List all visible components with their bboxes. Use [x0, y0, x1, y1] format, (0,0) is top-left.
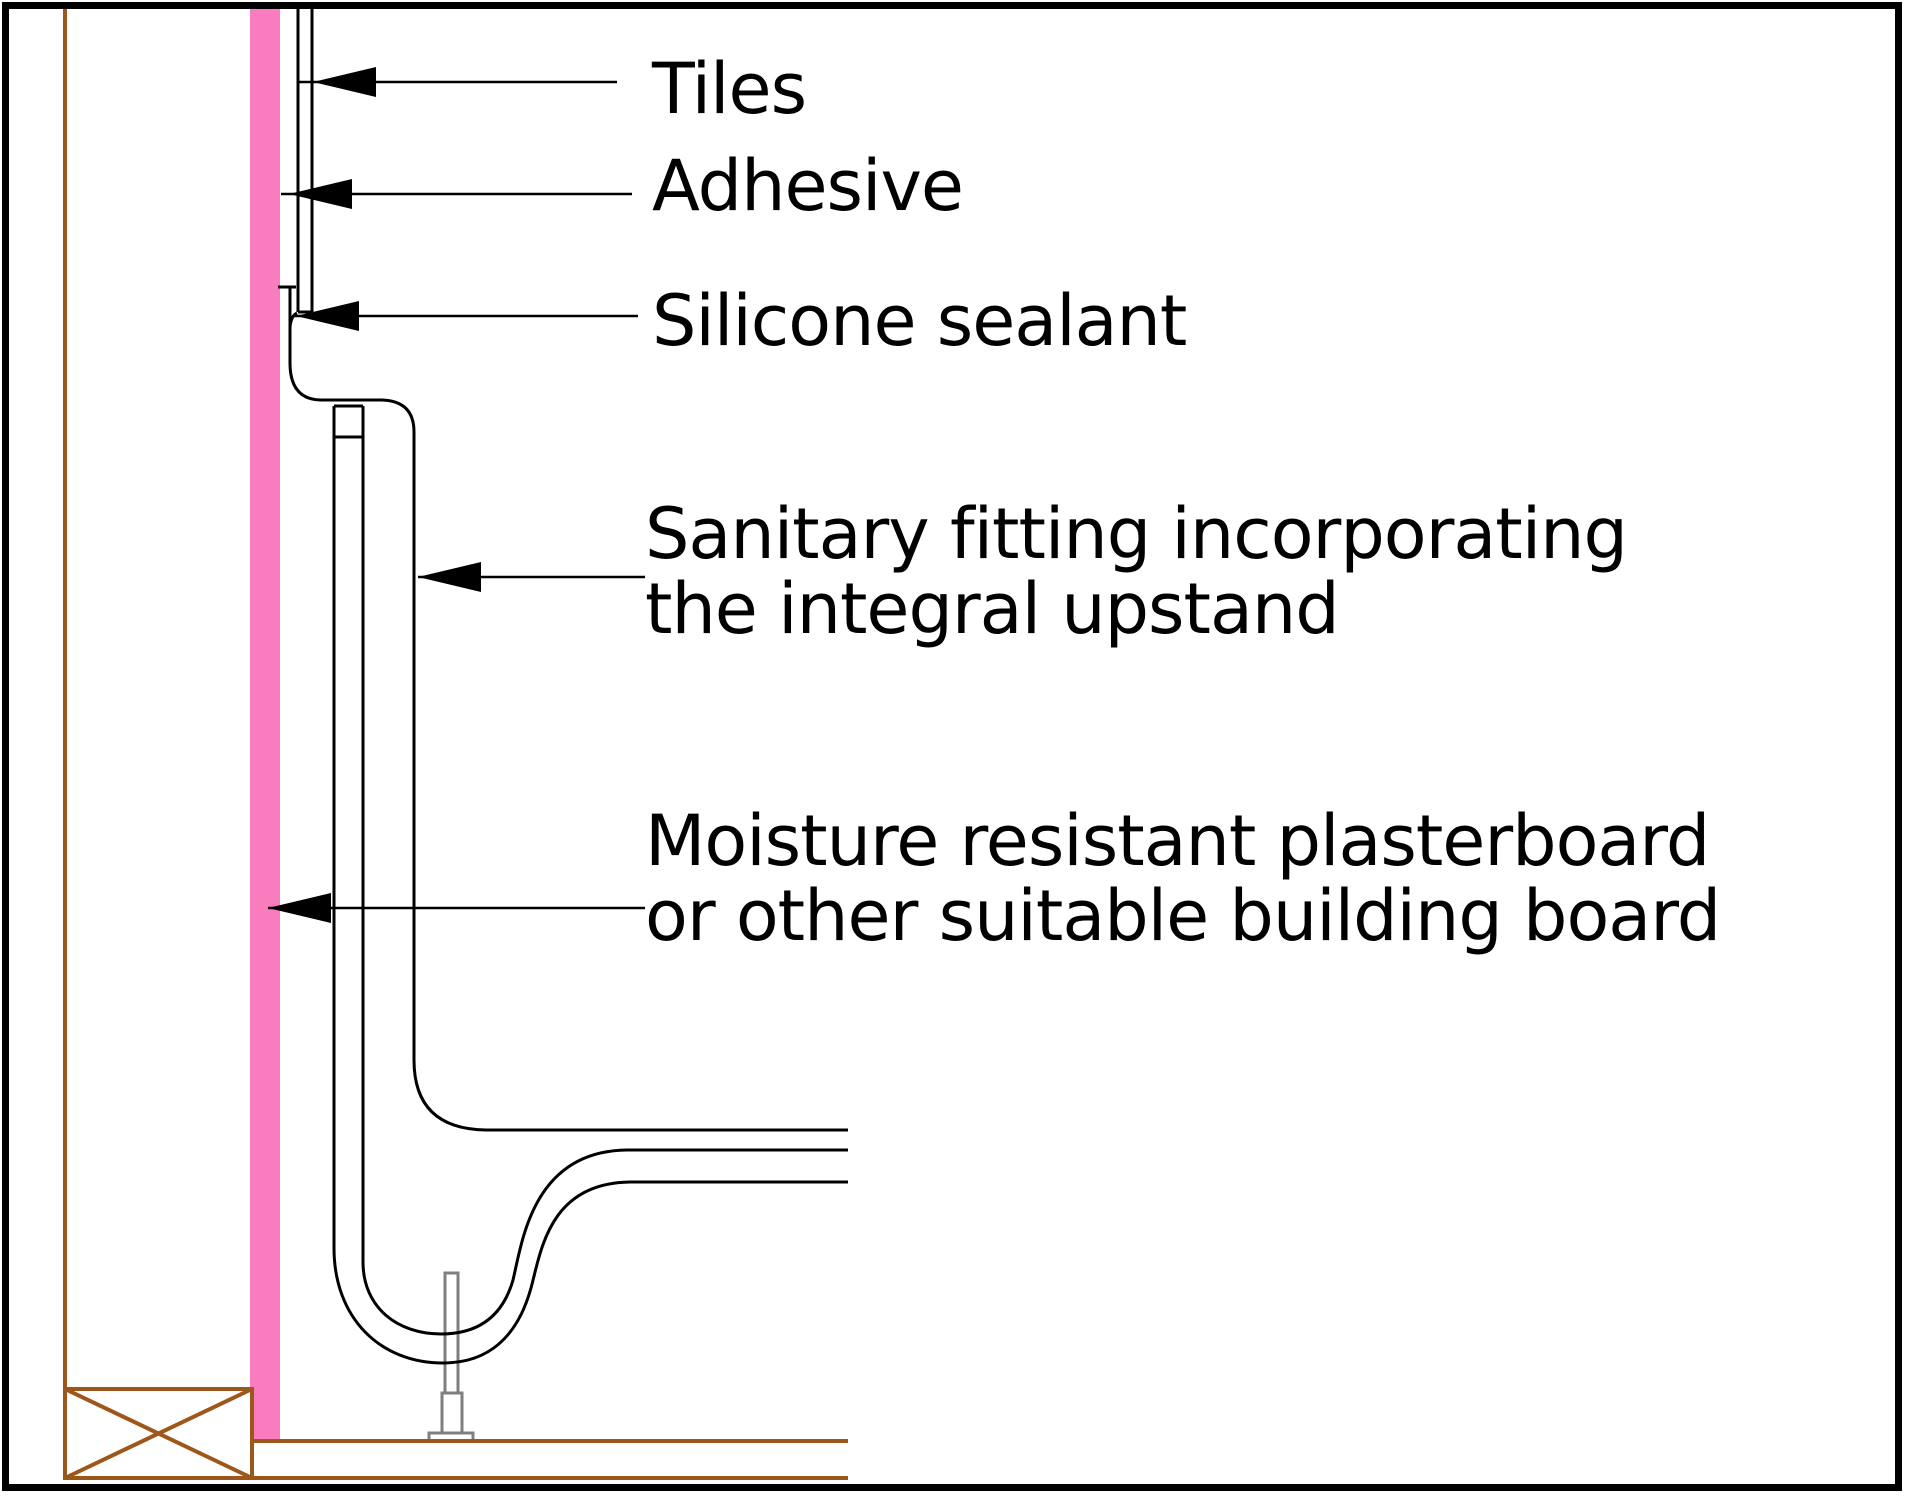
sole-plate-cross — [64, 1387, 253, 1480]
label-adhesive: Adhesive — [652, 145, 964, 227]
wall-inner-line-u-bend — [361, 406, 848, 1336]
label-plasterboard-line1: Moisture resistant plasterboard — [645, 800, 1710, 882]
label-plasterboard: Moisture resistant plasterboard or other… — [645, 800, 1721, 957]
label-plasterboard-line2: or other suitable building board — [645, 875, 1721, 957]
sanitary-arrow-icon — [418, 562, 481, 592]
label-silicone-sealant: Silicone sealant — [652, 280, 1187, 362]
bath-outline — [278, 285, 848, 1365]
foot-body — [440, 1391, 464, 1435]
label-sanitary-fitting-line2: the integral upstand — [645, 568, 1340, 650]
adhesive-arrow-icon — [289, 179, 352, 209]
sealant-arrow-icon — [296, 301, 359, 331]
upstand-rim-inner-wall — [288, 287, 848, 1132]
tiles-arrow-icon — [313, 67, 376, 97]
label-sanitary-fitting: Sanitary fitting incorporating the integ… — [645, 493, 1628, 650]
wall-outer-line-u-bend — [332, 406, 848, 1365]
plasterboard-arrow-icon — [268, 893, 331, 923]
plasterboard-strip — [250, 9, 280, 1440]
leader-lines — [268, 67, 645, 923]
timber-and-floor — [63, 9, 848, 1480]
bath-adjustable-foot — [427, 1271, 475, 1443]
label-tiles: Tiles — [652, 48, 807, 130]
tiles-outline — [296, 9, 314, 314]
label-sanitary-fitting-line1: Sanitary fitting incorporating — [645, 493, 1628, 575]
